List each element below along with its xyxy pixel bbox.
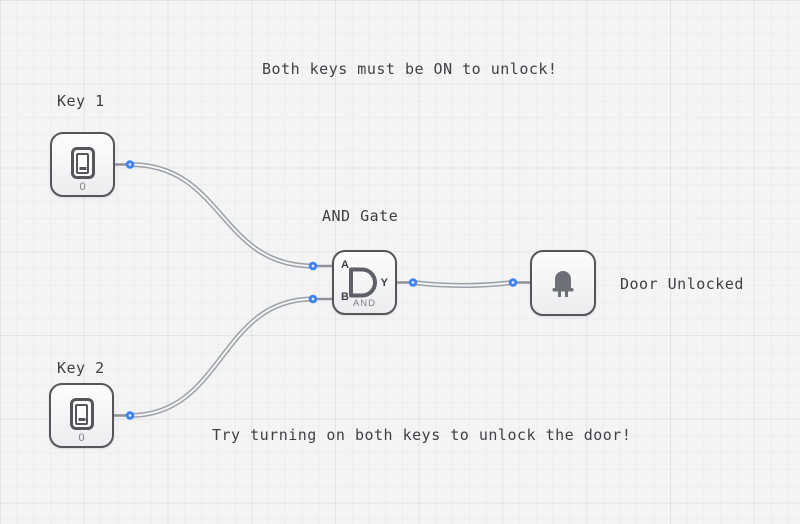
switch-off-dash	[79, 166, 86, 170]
key1-state-value: 0	[79, 181, 86, 193]
port-key1-output[interactable]	[125, 160, 135, 169]
led-label: Door Unlocked	[620, 275, 744, 293]
key1-component[interactable]: 0	[50, 132, 115, 197]
pin-label-a: A	[341, 259, 349, 271]
and-gate-symbol-icon	[349, 267, 377, 298]
led-component[interactable]	[530, 250, 596, 316]
port-and-input-a[interactable]	[308, 261, 318, 271]
gate-name: AND	[352, 298, 377, 309]
port-led-input[interactable]	[508, 278, 518, 287]
key2-component[interactable]: 0	[49, 383, 114, 448]
port-and-input-b[interactable]	[308, 294, 318, 304]
wire-key1-to-and-a[interactable]	[127, 162, 316, 269]
switch-off-dash	[78, 417, 85, 421]
key2-label: Key 2	[57, 359, 105, 377]
wire-key2-to-and-b[interactable]	[127, 296, 316, 418]
port-key2-output[interactable]	[125, 411, 135, 420]
port-and-output-y[interactable]	[408, 278, 418, 287]
toggle-switch-icon	[69, 398, 94, 430]
and-gate-label: AND Gate	[322, 207, 399, 225]
annotation-hint: Try turning on both keys to unlock the d…	[212, 426, 632, 444]
toggle-switch-icon	[70, 147, 95, 179]
wire-and-y-to-led[interactable]	[410, 280, 516, 288]
pin-label-b: B	[341, 291, 349, 303]
key1-label: Key 1	[57, 92, 105, 110]
and-gate-component[interactable]: A B Y AND	[332, 250, 397, 315]
key2-state-value: 0	[78, 432, 85, 444]
annotation-title: Both keys must be ON to unlock!	[262, 60, 558, 78]
pin-label-y: Y	[380, 276, 388, 289]
led-icon	[552, 270, 574, 297]
